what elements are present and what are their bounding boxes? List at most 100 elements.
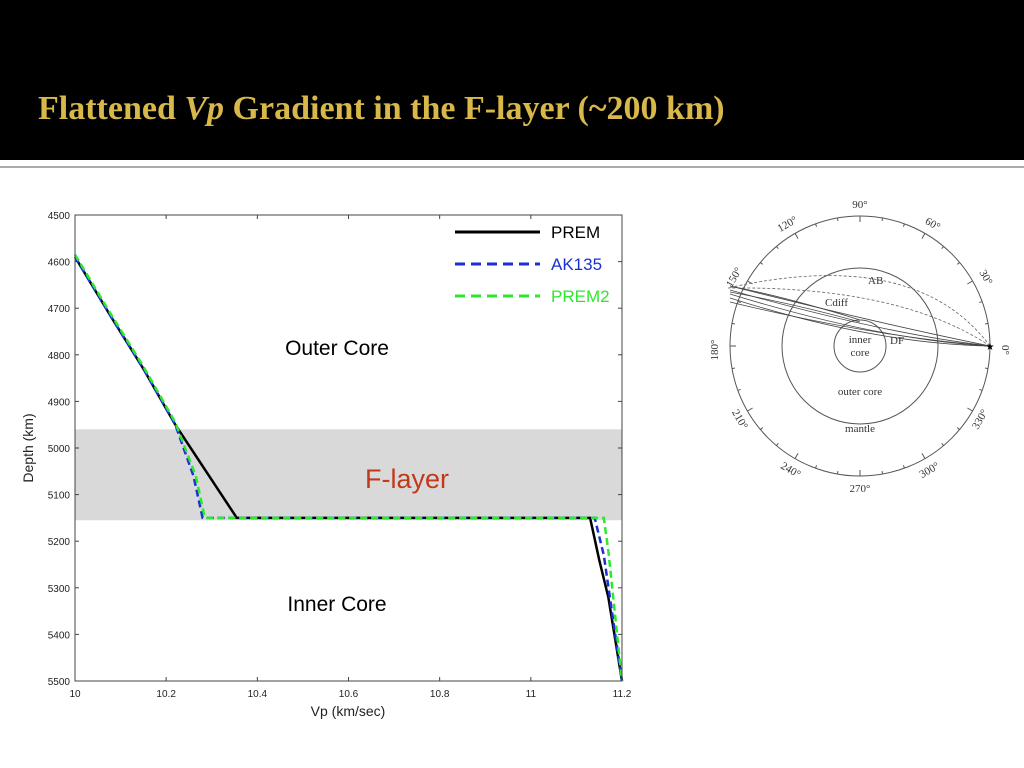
angle-tick [956, 427, 960, 430]
inner-core-label-1: inner [849, 334, 872, 346]
angle-tick [921, 233, 926, 239]
y-tick-label: 4500 [48, 211, 71, 222]
f-layer-band [75, 429, 622, 521]
angle-tick [836, 470, 839, 475]
x-tick-labels: 10 10.2 10.4 10.6 10.8 11 11.2 [69, 689, 631, 700]
angle-tick [815, 465, 818, 469]
outer-core-label: Outer Core [285, 337, 389, 360]
x-tick-label: 11.2 [613, 689, 632, 700]
angle-label: 120° [775, 214, 799, 235]
title-italic: Vp [184, 90, 225, 127]
x-tick-label: 11 [526, 689, 537, 700]
angle-label: 0° [999, 345, 1010, 355]
x-tick-label: 10.4 [248, 689, 268, 700]
angle-tick [731, 367, 736, 370]
slide-title: Flattened Vp Gradient in the F-layer (~2… [38, 90, 725, 128]
angle-label: 180° [709, 340, 721, 361]
angle-tick [941, 246, 944, 250]
angle-tick [794, 453, 799, 459]
cdiff-label: Cdiff [825, 297, 848, 309]
angle-tick [979, 388, 983, 391]
cdiff-path-2 [729, 291, 861, 323]
angle-tick [737, 388, 741, 391]
angle-label: 150° [724, 265, 745, 289]
df-label: DF [890, 335, 904, 347]
angle-tick [921, 453, 926, 459]
title-bar: Flattened Vp Gradient in the F-layer (~2… [0, 0, 1024, 160]
x-tick-label: 10.6 [339, 689, 359, 700]
angle-tick [881, 470, 884, 475]
df-ray-2 [729, 297, 991, 347]
x-tick-label: 10.8 [430, 689, 450, 700]
df-ray [729, 293, 991, 347]
angle-tick [760, 262, 764, 265]
mantle-label: mantle [845, 423, 875, 435]
angle-tick [747, 407, 753, 412]
x-axis-label: Vp (km/sec) [311, 703, 386, 719]
ab-ray-2 [727, 275, 991, 347]
legend-label-prem: PREM [551, 223, 600, 242]
y-tick-labels: 4500 4600 4700 4800 4900 5000 5100 5200 5300 5400… [48, 211, 71, 688]
angle-tick [731, 322, 736, 325]
angle-tick [776, 246, 779, 250]
angle-tick [902, 223, 905, 227]
f-layer-label: F-layer [365, 464, 449, 494]
slide-content: 10 10.2 10.4 10.6 10.8 11 11.2 4500 4600 4700 480… [0, 168, 1024, 768]
angle-label: 90° [852, 199, 867, 211]
y-tick-label: 5200 [48, 537, 71, 548]
angle-tick [760, 427, 764, 430]
title-divider [0, 160, 1024, 168]
ab-label: AB [868, 275, 883, 287]
angle-tick [902, 465, 905, 469]
vp-depth-chart: 10 10.2 10.4 10.6 10.8 11 11.2 4500 4600 4700 480… [20, 211, 632, 719]
angle-label: 60° [923, 215, 942, 233]
legend-label-prem2: PREM2 [551, 287, 610, 306]
y-tick-label: 5000 [48, 444, 71, 455]
y-axis-label: Depth (km) [20, 413, 36, 482]
y-tick-label: 4800 [48, 351, 71, 362]
inner-core-label-2: core [851, 347, 870, 359]
angle-tick [881, 217, 884, 222]
angle-tick [956, 262, 960, 265]
earth-shells [729, 215, 991, 477]
y-tick-label: 4900 [48, 397, 71, 408]
angle-tick [967, 407, 973, 412]
title-prefix: Flattened [38, 90, 185, 127]
angle-tick [984, 322, 989, 325]
series-layer [73, 253, 624, 682]
y-tick-label: 5500 [48, 677, 71, 688]
source-star-icon: ★ [986, 342, 995, 353]
angle-label: 300° [917, 460, 941, 481]
cmb-circle [781, 267, 939, 425]
angle-tick [979, 301, 983, 304]
angle-tick [836, 217, 839, 222]
angle-label: 30° [977, 268, 995, 287]
y-tick-label: 5100 [48, 491, 71, 502]
angle-tick [794, 233, 799, 239]
x-tick-label: 10.2 [156, 689, 176, 700]
series-line-prem2 [73, 253, 624, 682]
angle-label: 270° [850, 483, 871, 495]
angle-tick [967, 280, 973, 285]
angle-ticks [730, 216, 990, 476]
y-tick-label: 4600 [48, 258, 71, 269]
angle-tick [737, 301, 741, 304]
outer-core-diagram-label: outer core [838, 386, 882, 398]
angle-tick [776, 442, 779, 446]
y-tick-label: 4700 [48, 304, 71, 315]
angle-label: 240° [778, 460, 802, 481]
cdiff-path [729, 285, 861, 321]
cdiff-ray-2 [729, 289, 991, 347]
df-ray-3 [729, 301, 991, 347]
ray-paths: ★ [727, 275, 995, 353]
surface-circle [729, 215, 991, 477]
plot-frame [74, 214, 623, 682]
cdiff-ray [729, 285, 991, 347]
y-tick-label: 5300 [48, 584, 71, 595]
angle-tick [815, 223, 818, 227]
x-tick-label: 10 [69, 689, 81, 700]
inner-core-label: Inner Core [287, 593, 386, 616]
y-tick-label: 5400 [48, 630, 71, 641]
angle-tick [984, 367, 989, 370]
